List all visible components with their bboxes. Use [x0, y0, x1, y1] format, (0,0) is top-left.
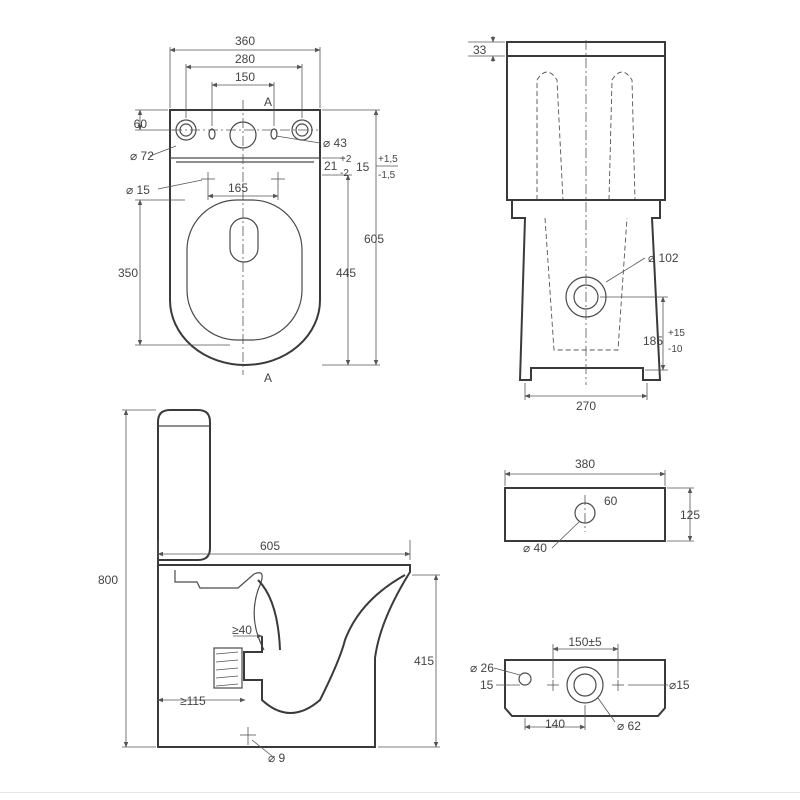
- floor-fixing-marks: [201, 172, 285, 186]
- top-view: 360 280 150 A A 60 ⌀ 72 ⌀ 43 ⌀ 15 165 21…: [118, 34, 398, 385]
- dim-350: 350: [118, 266, 138, 280]
- dim-140: 140: [545, 717, 565, 731]
- dim-60-tank: 60: [604, 494, 618, 508]
- dim-605-side: 605: [260, 539, 280, 553]
- toilet-seat-outline: [186, 199, 303, 341]
- dim-415: 415: [414, 654, 434, 668]
- side-bowl-body: [157, 560, 411, 748]
- dim-165: 165: [228, 181, 248, 195]
- tank-top-dimension-lines: [504, 470, 694, 549]
- dim-360: 360: [235, 34, 255, 48]
- side-trapway: [243, 574, 406, 714]
- dim-21-tol-minus: -2: [340, 168, 349, 179]
- dim-d15: ⌀ 15: [126, 183, 150, 197]
- seat-inner-oval: [229, 217, 259, 263]
- dim-150: 150: [235, 70, 255, 84]
- dim-ge115: ≥115: [180, 694, 206, 708]
- dim-d9: ⌀ 9: [268, 751, 286, 765]
- tank-top-outline: [504, 487, 666, 542]
- front-view: 33 ⌀ 102 185 +15 -10 270: [468, 36, 685, 413]
- dim-15-left: 15: [480, 678, 494, 692]
- dim-60-hole-offset: 60: [134, 117, 148, 131]
- dim-21: 21: [324, 159, 338, 173]
- footer-divider: [0, 792, 800, 793]
- tank-top-view: 380 60 125 ⌀ 40: [504, 457, 700, 555]
- side-outlet-hatch: [215, 651, 239, 687]
- side-outlet-connector: [213, 647, 243, 689]
- outlet-pipe-inner: [573, 284, 599, 310]
- dim-15: 15: [356, 160, 370, 174]
- dim-21-tol-plus: +2: [340, 154, 352, 165]
- front-bowl-body: [511, 199, 662, 381]
- dim-15-right: ⌀15: [669, 678, 690, 692]
- side-dimension-lines: [122, 409, 440, 757]
- tank-bottom-dimension-lines: [493, 644, 668, 730]
- dim-185: 185: [643, 334, 663, 348]
- dim-185-tol-plus: +15: [668, 328, 685, 339]
- dim-d102: ⌀ 102: [648, 251, 679, 265]
- dim-125: 125: [680, 508, 700, 522]
- dim-ge40: ≥40: [232, 623, 252, 637]
- section-mark-bottom: A: [264, 371, 272, 385]
- dim-15-tol-minus: -1,5: [378, 170, 396, 181]
- side-bowl-inner-rim: [174, 570, 265, 651]
- dim-d43: ⌀ 43: [323, 136, 347, 150]
- side-tank: [157, 409, 211, 561]
- dim-d26: ⌀ 26: [470, 661, 494, 675]
- tank-bottom-fixing-marks: [547, 680, 624, 691]
- section-mark-top: A: [264, 95, 272, 109]
- dim-d40: ⌀ 40: [523, 541, 547, 555]
- front-dimension-lines: [468, 36, 668, 400]
- tank-bottom-outlet-outer: [566, 666, 604, 704]
- dim-d62: ⌀ 62: [617, 719, 641, 733]
- front-tank-inner-left: [536, 71, 564, 201]
- tank-bottom-outlet-inner: [573, 673, 597, 697]
- dim-380: 380: [575, 457, 595, 471]
- dim-185-tol-minus: -10: [668, 344, 683, 355]
- tank-bottom-inlet-hole: [518, 672, 532, 686]
- dim-280: 280: [235, 52, 255, 66]
- top-view-outline: [169, 109, 321, 366]
- front-tank-inner-right: [608, 71, 636, 201]
- dim-150-5: 150±5: [568, 635, 602, 649]
- tank-bottom-view: 150±5 ⌀ 26 15 ⌀15 140 ⌀ 62: [470, 635, 690, 733]
- top-dimension-lines: [135, 47, 380, 366]
- dim-d72: ⌀ 72: [130, 149, 154, 163]
- small-hole-right: [270, 128, 278, 140]
- small-hole-left: [208, 128, 216, 140]
- side-view: 800 605 415 ≥40 ≥115 ⌀ 9: [98, 409, 440, 765]
- tank-bottom-outline: [504, 659, 666, 717]
- dim-800: 800: [98, 573, 118, 587]
- dim-15-tol-plus: +1,5: [378, 154, 398, 165]
- dim-605-top: 605: [364, 232, 384, 246]
- dim-33: 33: [473, 43, 487, 57]
- dim-270: 270: [576, 399, 596, 413]
- dim-445: 445: [336, 266, 356, 280]
